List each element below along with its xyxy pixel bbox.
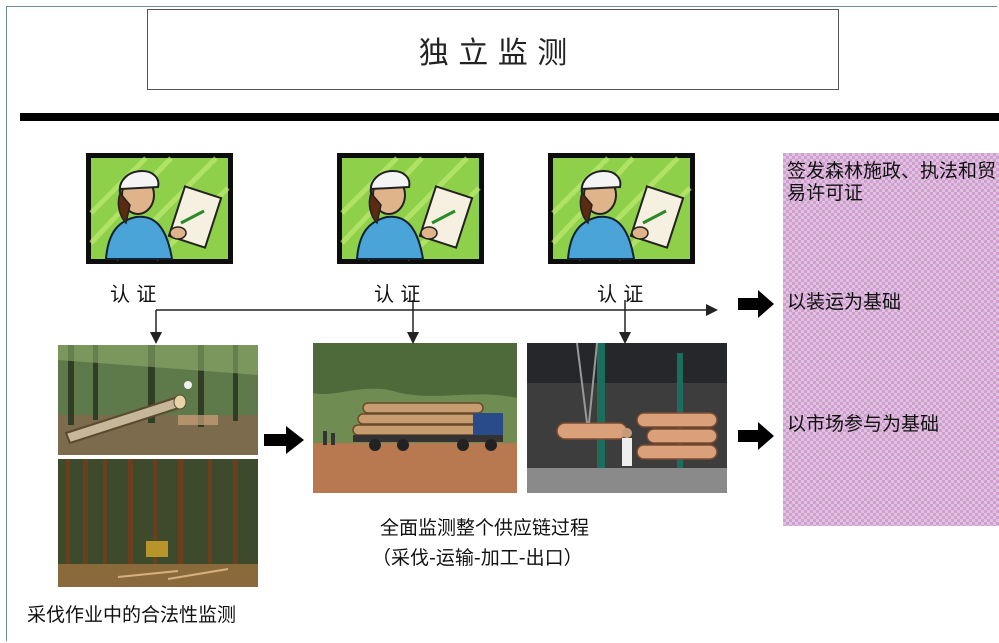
inspector-icon-3	[548, 153, 695, 264]
inspector-icon-2	[337, 153, 484, 264]
panel-item-permits: 签发森林施政、执法和贸易许可证	[787, 160, 997, 204]
title-divider	[20, 113, 999, 121]
inspector-label-3: 认 证	[597, 282, 644, 306]
forest-photo	[58, 459, 258, 587]
panel-item-shipment: 以装运为基础	[787, 291, 902, 313]
truck-transport-photo	[313, 343, 517, 493]
slide-frame	[6, 6, 997, 641]
sawmill-processing-photo	[527, 343, 727, 493]
arrow-harvest-to-transport	[264, 426, 304, 454]
supply-chain-caption-line1: 全面监测整个供应链过程	[380, 517, 590, 539]
felling-photo	[58, 345, 258, 455]
inspector-icon-1	[86, 153, 233, 264]
panel-item-market: 以市场参与为基础	[787, 413, 940, 435]
arrow-to-market	[738, 422, 774, 450]
arrow-to-shipment	[738, 290, 774, 318]
permit-panel: 签发森林施政、执法和贸易许可证 以装运为基础 以市场参与为基础	[783, 153, 999, 526]
supply-chain-caption-line2: （采伐-运输-加工-出口）	[372, 547, 583, 569]
harvest-monitoring-caption: 采伐作业中的合法性监测	[27, 604, 237, 626]
inspector-label-1: 认 证	[110, 282, 157, 306]
title-box: 独 立 监 测	[147, 9, 839, 90]
page-title: 独 立 监 测	[418, 35, 568, 71]
